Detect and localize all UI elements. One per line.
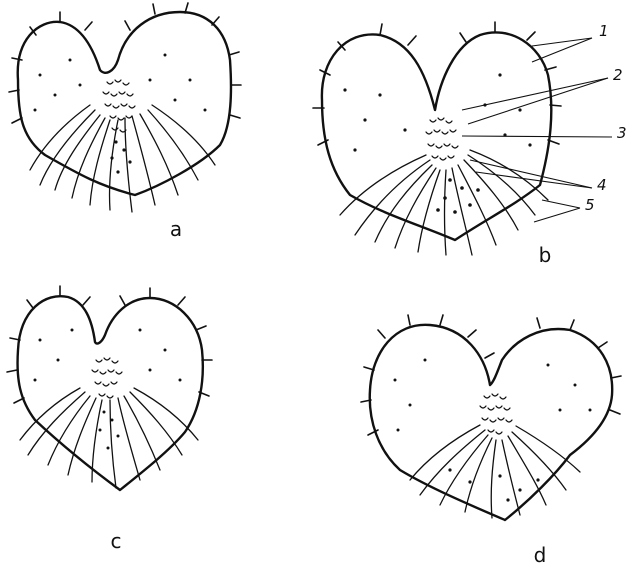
panel-d: d [361,315,621,567]
panel-a-label: a [170,217,182,241]
callout-5: 5 [585,196,595,214]
panel-c-fringe-hairs [20,388,198,488]
panel-b-callout-leaders [462,38,612,222]
panel-c-label: c [111,529,122,553]
panel-d-marginal-setae [361,315,621,435]
panel-a-outline [18,12,231,195]
panel-c: c [7,286,212,553]
panel-c-surface-dots [34,329,182,382]
callout-4: 4 [597,176,607,194]
panel-b-label: b [539,243,552,267]
panel-b-central-scales [426,118,480,214]
panel-a-marginal-setae [9,3,241,123]
panel-d-central-scales [448,394,539,502]
callout-3: 3 [617,124,627,142]
panel-a-fringe-hairs [30,105,215,212]
panel-c-central-scales [92,358,122,450]
callout-1: 1 [599,22,609,40]
panel-d-label: d [534,543,547,567]
callout-2: 2 [613,66,623,84]
panel-a-surface-dots [34,54,207,112]
panel-a: a [9,3,241,241]
panel-c-outline [18,296,203,490]
panel-b: 1 2 3 4 5 b [313,22,627,267]
panel-b-callout-numbers: 1 2 3 4 5 [585,22,627,214]
panel-d-fringe-hairs [410,425,580,518]
